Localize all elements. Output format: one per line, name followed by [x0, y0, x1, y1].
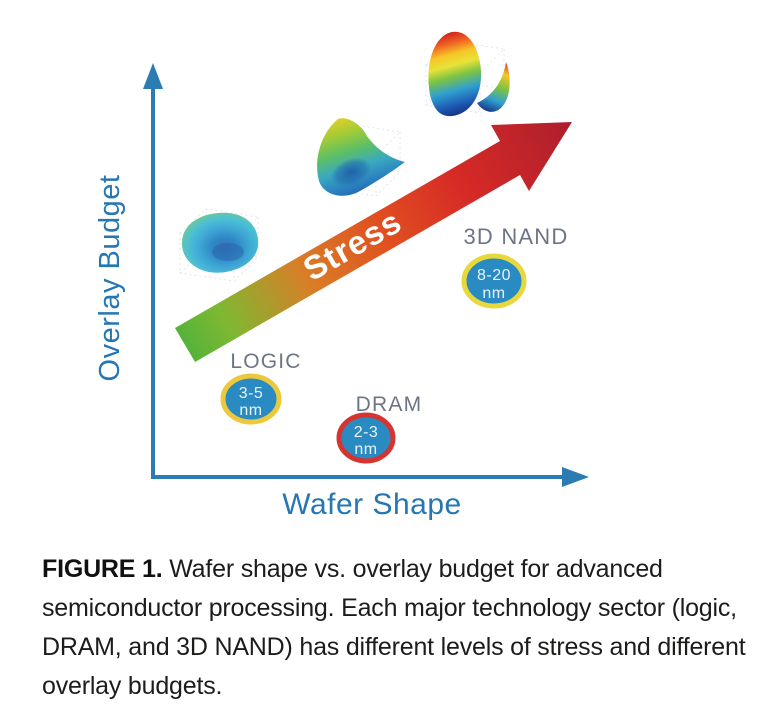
sector-dram-budget-value: 2-3: [354, 424, 379, 441]
y-axis-label: Overlay Budget: [94, 175, 126, 382]
figure-caption: FIGURE 1. Wafer shape vs. overlay budget…: [42, 550, 746, 706]
sector-3d-nand: 3D NAND 8-20 nm: [461, 224, 569, 309]
wafer-shape-overlay-budget-chart: Stress Overlay Budget Wafer Shape LOGIC …: [94, 31, 589, 521]
x-axis: [151, 467, 589, 487]
wafer-shape-low-stress-icon: [181, 212, 259, 273]
sector-logic-badge: [220, 373, 282, 425]
sector-logic-label: LOGIC: [230, 350, 301, 373]
sector-logic-budget-value: 3-5: [239, 385, 264, 402]
sector-dram-budget-unit: nm: [354, 441, 377, 458]
sector-3d-nand-badge: [461, 253, 527, 309]
wafer-shape-medium-stress-icon: [317, 118, 405, 196]
x-axis-arrowhead-icon: [562, 467, 589, 487]
sector-dram-label: DRAM: [356, 393, 423, 416]
sector-logic-budget-unit: nm: [239, 402, 262, 419]
figure-caption-number: FIGURE 1.: [42, 555, 163, 583]
chart-canvas: Stress Overlay Budget Wafer Shape LOGIC …: [94, 31, 589, 521]
figure-caption-text: Wafer shape vs. overlay budget for advan…: [42, 555, 746, 700]
sector-3d-nand-label: 3D NAND: [464, 224, 569, 249]
sector-dram-badge: [336, 412, 396, 464]
wafer-shape-high-stress-icon: [428, 31, 510, 117]
y-axis: [143, 63, 163, 478]
x-axis-label: Wafer Shape: [282, 488, 461, 521]
sector-3d-nand-budget-value: 8-20: [477, 267, 511, 284]
y-axis-arrowhead-icon: [143, 63, 163, 89]
sector-logic: LOGIC 3-5 nm: [220, 350, 301, 425]
sector-dram: DRAM 2-3 nm: [336, 393, 423, 464]
sector-3d-nand-budget-unit: nm: [482, 285, 505, 302]
